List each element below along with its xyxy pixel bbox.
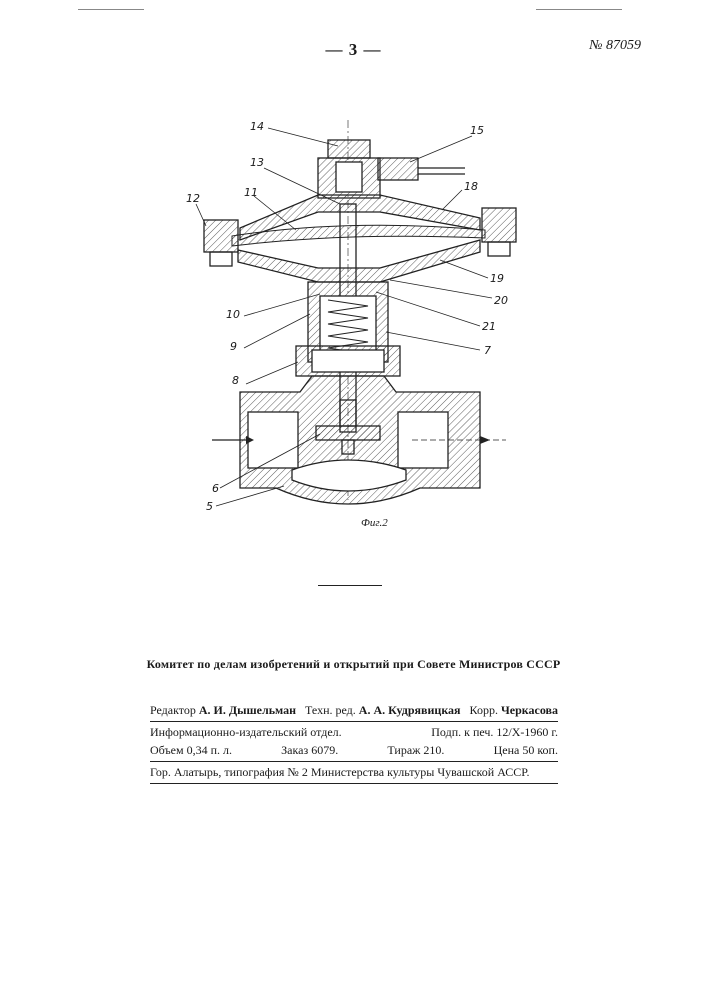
part-label: 19 [490,272,504,285]
circulation-text: Тираж 210. [387,743,444,758]
part-label: 6 [212,482,219,495]
imprint-block: Редактор А. И. Дышельман Техн. ред. А. А… [150,703,558,784]
part-label: 13 [250,156,264,169]
part-label: 11 [244,186,258,199]
committee-line: Комитет по делам изобретений и открытий … [0,657,707,672]
part-label: 10 [226,308,240,321]
scan-edge-line-left [78,9,144,10]
print-details-row: Объем 0,34 п. л. Заказ 6079. Тираж 210. … [150,740,558,758]
signed-text: Подп. к печ. 12/X-1960 г. [431,725,558,740]
part-label: 21 [482,320,496,333]
part-label: 12 [186,192,200,205]
printer-text: Гор. Алатырь, типография № 2 Министерств… [150,765,529,780]
publishing-row: Информационно-издательский отдел. Подп. … [150,722,558,740]
scan-edge-line-right [536,9,622,10]
tech-editor-label: Техн. ред. [305,703,356,717]
editors-row: Редактор А. И. Дышельман Техн. ред. А. А… [150,703,558,722]
tech-editor-credit: Техн. ред. А. А. Кудрявицкая [305,703,461,718]
part-label: 8 [232,374,239,387]
part-label: 14 [250,120,264,133]
patent-number: № 87059 [589,38,641,54]
valve-drawing: 14 15 13 18 11 12 19 20 10 21 9 7 8 6 5 [180,100,540,560]
editor-name: А. И. Дышельман [199,703,296,717]
department-text: Информационно-издательский отдел. [150,725,342,740]
part-label: 5 [206,500,213,513]
tech-editor-name: А. А. Кудрявицкая [359,703,461,717]
part-label: 20 [494,294,508,307]
part-label: 9 [230,340,237,353]
part-label: 7 [484,344,491,357]
part-label: 15 [470,124,484,137]
volume-text: Объем 0,34 п. л. [150,743,232,758]
order-text: Заказ 6079. [281,743,338,758]
figure-caption: Фиг.2 [361,517,388,529]
corrector-credit: Корр. Черкасова [470,703,558,718]
corrector-label: Корр. [470,703,498,717]
editor-label: Редактор [150,703,196,717]
editor-credit: Редактор А. И. Дышельман [150,703,296,718]
corrector-name: Черкасова [501,703,558,717]
part-label: 18 [464,180,478,193]
printer-row: Гор. Алатырь, типография № 2 Министерств… [150,761,558,784]
separator-rule [318,585,382,586]
price-text: Цена 50 коп. [494,743,558,758]
